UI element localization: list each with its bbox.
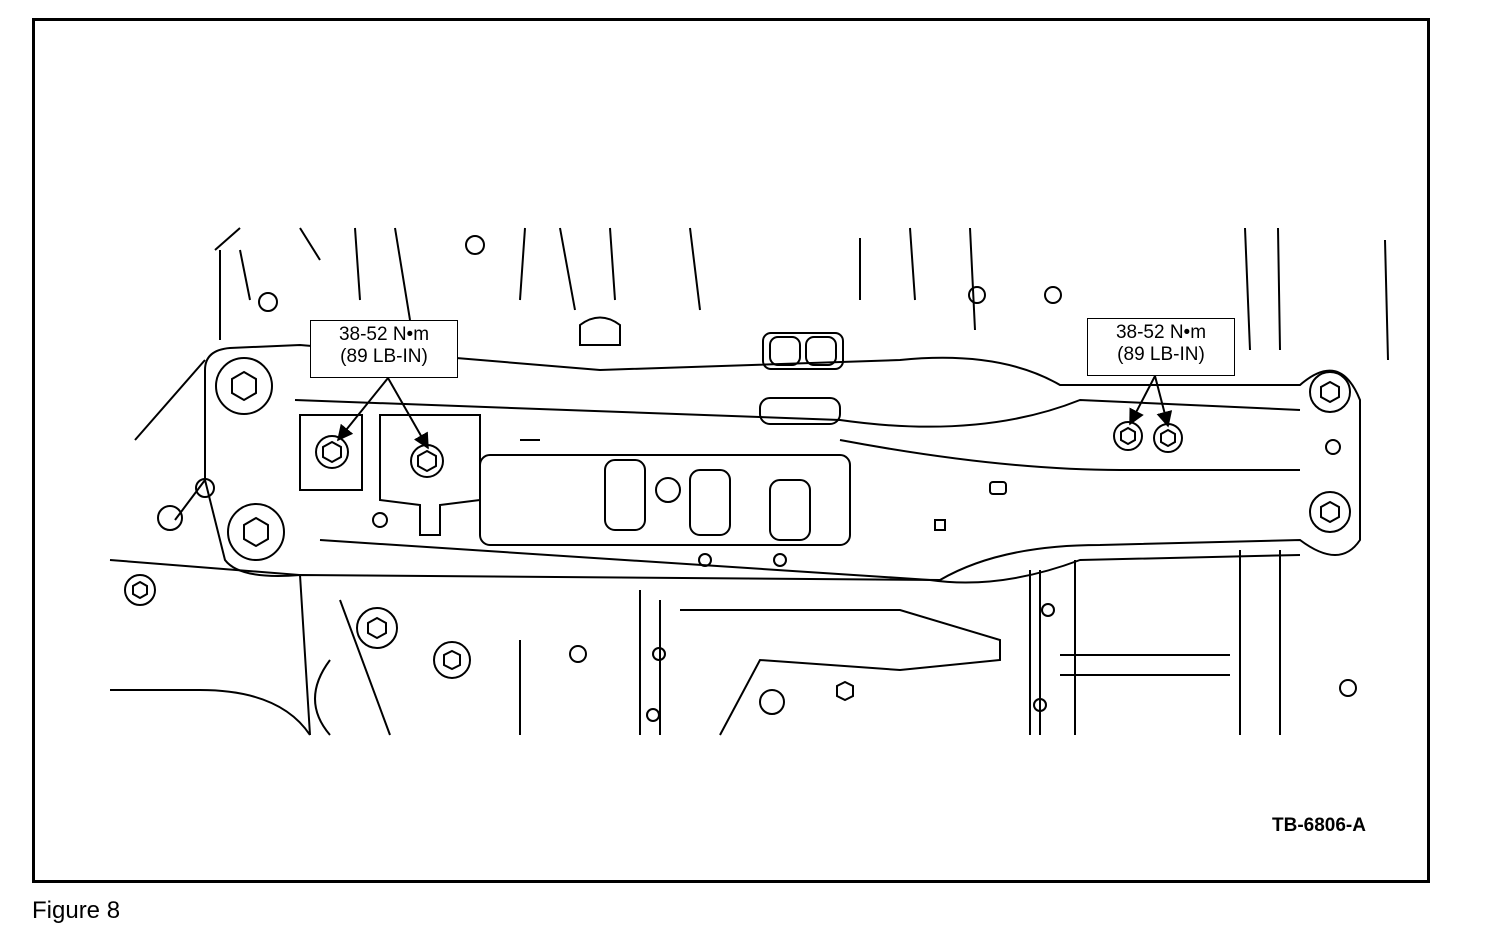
torque-imperial-right: (89 LB-IN) (1117, 344, 1205, 365)
torque-metric-right: 38-52 N•m (1115, 322, 1207, 343)
torque-metric-left: 38-52 N•m (338, 324, 430, 345)
bolt-pads (299, 414, 481, 536)
hex-bolts (124, 357, 1357, 715)
torque-callout-right: 38-52 N•m (89 LB-IN) (1087, 318, 1235, 376)
torque-imperial-left: (89 LB-IN) (340, 346, 428, 367)
torque-arrows (336, 375, 1173, 450)
small-holes (157, 235, 1341, 722)
torque-callout-left: 38-52 N•m (89 LB-IN) (310, 320, 458, 378)
figure-frame (32, 18, 1430, 883)
figure-caption: Figure 8 (32, 897, 121, 924)
housing-outline (109, 227, 1389, 736)
figure-code: TB-6806-A (1272, 815, 1366, 836)
valve-body-center (479, 316, 1007, 546)
